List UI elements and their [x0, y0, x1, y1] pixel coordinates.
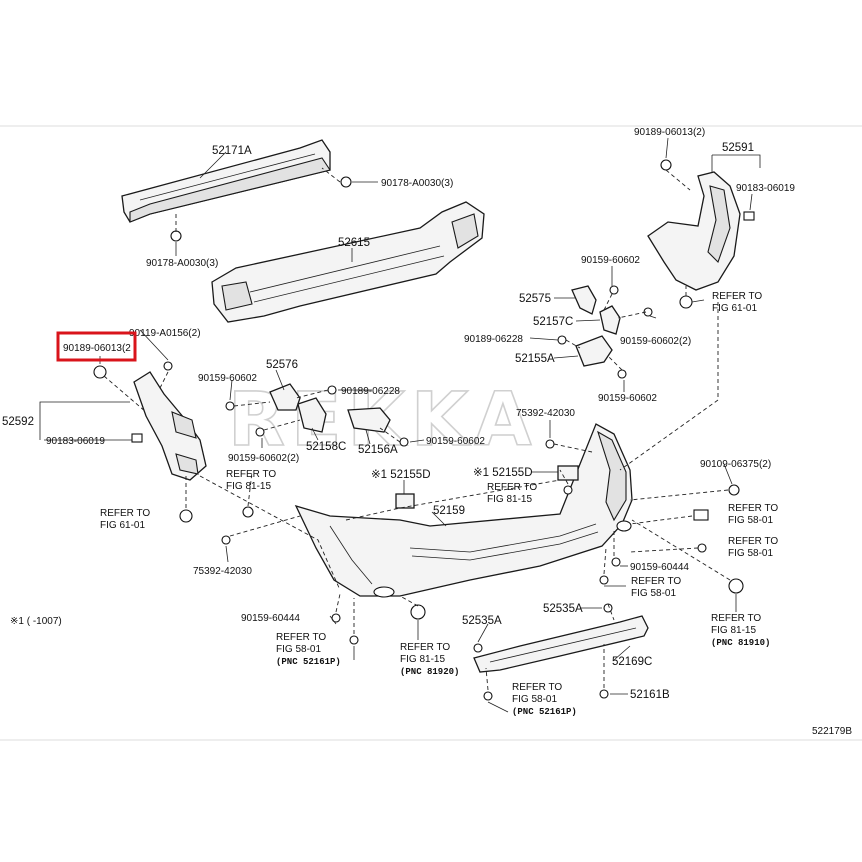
refer-fig-58-01-pnc-52161P-bottom[interactable]: REFER TO FIG 58-01 (PNC 52161P): [512, 682, 577, 717]
label-52169C[interactable]: 52169C: [612, 656, 652, 668]
refer-fig-81-15-center[interactable]: REFER TO FIG 81-15: [487, 482, 537, 505]
label-52591[interactable]: 52591: [722, 142, 754, 154]
label-52535A-bottom[interactable]: 52535A: [462, 615, 502, 627]
label-90183-06019-left[interactable]: 90183-06019: [46, 436, 105, 447]
label-52158C[interactable]: 52158C: [306, 441, 346, 453]
reinforcement-beam-52171A[interactable]: [121, 139, 331, 223]
bracket-52158C[interactable]: [297, 397, 327, 433]
svg-text:FIG 81-15: FIG 81-15: [400, 654, 445, 665]
svg-text:(PNC 81910): (PNC 81910): [711, 638, 770, 648]
svg-text:REFER TO: REFER TO: [631, 576, 681, 587]
label-52575[interactable]: 52575: [519, 293, 551, 305]
bracket-52156A[interactable]: [347, 407, 391, 433]
diagram-code: 522179B: [812, 726, 852, 737]
label-52615[interactable]: 52615: [338, 237, 370, 249]
label-90178-A0030-b[interactable]: 90178-A0030(3): [146, 258, 218, 269]
label-52155D-right[interactable]: ※1 52155D: [473, 467, 533, 479]
leader-lines: [39, 137, 761, 713]
label-90159-60602-c[interactable]: 90159-60602: [598, 393, 657, 404]
bracket-52155A[interactable]: [575, 335, 613, 367]
bracket-52575[interactable]: [571, 285, 597, 315]
bracket-52591[interactable]: [647, 171, 741, 291]
label-90159-60602-f[interactable]: 90159-60602(2): [228, 453, 299, 464]
label-90159-60602-e[interactable]: 90159-60602: [426, 436, 485, 447]
clip-52155D[interactable]: [395, 465, 579, 509]
label-90159-60602-a[interactable]: 90159-60602: [581, 255, 640, 266]
svg-text:FIG 81-15: FIG 81-15: [226, 481, 271, 492]
svg-text:FIG 58-01: FIG 58-01: [728, 548, 773, 559]
refer-fig-58-01-a[interactable]: REFER TO FIG 58-01: [728, 503, 778, 526]
bracket-52592[interactable]: [133, 371, 207, 481]
svg-text:REFER TO: REFER TO: [400, 642, 450, 653]
lower-garnish-52169C[interactable]: [473, 615, 649, 673]
label-90189-06013-top[interactable]: 90189-06013(2): [634, 127, 705, 138]
label-90109-06375[interactable]: 90109-06375(2): [700, 459, 771, 470]
svg-text:REFER TO: REFER TO: [100, 508, 150, 519]
refer-fig-81-15-upper-left[interactable]: REFER TO FIG 81-15: [226, 469, 276, 492]
label-90159-60444-left[interactable]: 90159-60444: [241, 613, 300, 624]
label-52155D-left[interactable]: ※1 52155D: [371, 469, 431, 481]
svg-text:FIG 58-01: FIG 58-01: [276, 644, 321, 655]
svg-text:(PNC 81920): (PNC 81920): [400, 667, 459, 677]
label-52161B[interactable]: 52161B: [630, 689, 670, 701]
label-52157C[interactable]: 52157C: [533, 316, 573, 328]
label-90159-60602-b[interactable]: 90159-60602(2): [620, 336, 691, 347]
svg-text:(PNC 52161P): (PNC 52161P): [512, 707, 577, 717]
bracket-52157C[interactable]: [599, 305, 621, 335]
highlight-box: [56, 331, 137, 362]
svg-text:FIG 58-01: FIG 58-01: [512, 694, 557, 705]
refer-fig-61-01-left[interactable]: REFER TO FIG 61-01: [100, 508, 150, 531]
svg-text:REFER TO: REFER TO: [711, 613, 761, 624]
svg-text:REFER TO: REFER TO: [712, 291, 762, 302]
label-52159[interactable]: 52159: [433, 505, 465, 517]
svg-text:REFER TO: REFER TO: [226, 469, 276, 480]
svg-text:FIG 61-01: FIG 61-01: [712, 303, 757, 314]
svg-text:REFER TO: REFER TO: [487, 482, 537, 493]
refer-fig-81-15-pnc-81910[interactable]: REFER TO FIG 81-15 (PNC 81910): [711, 613, 770, 648]
label-52576[interactable]: 52576: [266, 359, 298, 371]
svg-text:FIG 58-01: FIG 58-01: [728, 515, 773, 526]
refer-fig-58-01-c[interactable]: REFER TO FIG 58-01: [631, 576, 681, 599]
label-75392-42030-a[interactable]: 75392-42030: [516, 408, 575, 419]
label-52155A[interactable]: 52155A: [515, 353, 555, 365]
svg-text:REFER TO: REFER TO: [728, 536, 778, 547]
label-90178-A0030-a[interactable]: 90178-A0030(3): [381, 178, 453, 189]
label-90189-06228-b[interactable]: 90189-06228: [341, 386, 400, 397]
footnote-1: ※1 ( -1007): [10, 616, 62, 627]
label-75392-42030-b[interactable]: 75392-42030: [193, 566, 252, 577]
label-52592[interactable]: 52592: [2, 416, 34, 428]
svg-text:FIG 58-01: FIG 58-01: [631, 588, 676, 599]
refer-fig-61-01-right[interactable]: REFER TO FIG 61-01: [712, 291, 762, 314]
refer-fig-58-01-b[interactable]: REFER TO FIG 58-01: [728, 536, 778, 559]
label-90183-06019-right[interactable]: 90183-06019: [736, 183, 795, 194]
refer-fig-58-01-pnc-52161P-left[interactable]: REFER TO FIG 58-01 (PNC 52161P): [276, 632, 341, 667]
refer-fig-81-15-pnc-81920[interactable]: REFER TO FIG 81-15 (PNC 81920): [400, 642, 459, 677]
label-90189-06013-highlighted[interactable]: 90189-06013(2: [63, 343, 131, 354]
svg-text:FIG 81-15: FIG 81-15: [711, 625, 756, 636]
label-52156A[interactable]: 52156A: [358, 444, 398, 456]
svg-text:FIG 61-01: FIG 61-01: [100, 520, 145, 531]
svg-text:(PNC 52161P): (PNC 52161P): [276, 657, 341, 667]
label-90159-60444-right[interactable]: 90159-60444: [630, 562, 689, 573]
part-labels: 52171A 90178-A0030(3) 90178-A0030(3) 526…: [2, 127, 852, 737]
energy-absorber-52615[interactable]: [211, 201, 485, 323]
fasteners: [93, 159, 755, 701]
refer-to-labels: REFER TO FIG 61-01 REFER TO FIG 61-01 RE…: [100, 291, 778, 717]
label-90159-60602-d[interactable]: 90159-60602: [198, 373, 257, 384]
svg-text:FIG 81-15: FIG 81-15: [487, 494, 532, 505]
svg-text:REFER TO: REFER TO: [728, 503, 778, 514]
svg-text:REFER TO: REFER TO: [276, 632, 326, 643]
bumper-cover-52159[interactable]: [294, 423, 633, 598]
label-90119-A0156[interactable]: 90119-A0156(2): [129, 328, 201, 339]
label-90189-06228-a[interactable]: 90189-06228: [464, 334, 523, 345]
label-52535A-right[interactable]: 52535A: [543, 603, 583, 615]
dashed-lines: [103, 167, 731, 691]
label-52171A[interactable]: 52171A: [212, 145, 252, 157]
svg-text:REFER TO: REFER TO: [512, 682, 562, 693]
